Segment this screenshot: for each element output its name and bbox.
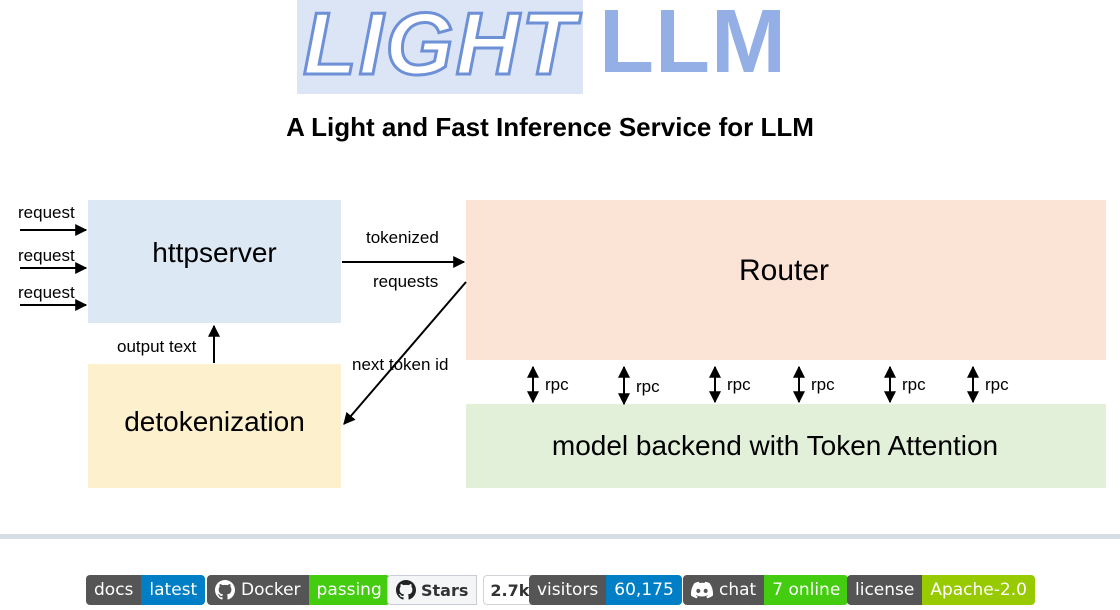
logo-light-text: LIGHT xyxy=(302,0,577,95)
request-label: request xyxy=(18,203,75,222)
httpserver-label: httpserver xyxy=(152,236,277,268)
stars-badge-label: Stars xyxy=(421,580,469,600)
tokenized-label: tokenized xyxy=(366,228,439,247)
visitors-badge[interactable]: visitors 60,175 xyxy=(529,575,682,605)
github-icon xyxy=(396,580,416,600)
chat-badge-value: 7 online xyxy=(764,575,849,605)
docker-badge-value: passing xyxy=(308,575,390,605)
section-divider xyxy=(0,534,1120,539)
chat-badge[interactable]: chat 7 online xyxy=(683,575,849,605)
httpserver-box: httpserver xyxy=(88,200,341,323)
request-label: request xyxy=(18,246,75,265)
rpc-label: rpc xyxy=(985,375,1009,394)
logo-llm-text: LLM xyxy=(599,0,787,92)
model-backend-box: model backend with Token Attention xyxy=(466,404,1106,488)
github-icon xyxy=(215,580,235,600)
stars-badge-count: 2.7k xyxy=(483,575,537,605)
rpc-label: rpc xyxy=(811,375,835,394)
chat-badge-label: chat xyxy=(719,580,757,600)
router-box: Router xyxy=(466,200,1106,360)
visitors-badge-label: visitors xyxy=(529,575,607,605)
request-label: request xyxy=(18,283,75,302)
stars-badge-left: Stars xyxy=(387,575,478,605)
detokenization-box: detokenization xyxy=(88,364,341,488)
next-token-id-label: next token id xyxy=(352,355,449,374)
rpc-label: rpc xyxy=(902,375,926,394)
requests-label: requests xyxy=(373,272,439,291)
docker-badge-label: Docker xyxy=(241,580,301,600)
model-backend-label: model backend with Token Attention xyxy=(551,430,999,461)
docs-badge[interactable]: docs latest xyxy=(86,575,206,605)
rpc-label: rpc xyxy=(727,375,751,394)
license-badge-value: Apache-2.0 xyxy=(922,575,1035,605)
docker-badge-left: Docker xyxy=(207,575,309,605)
page-subtitle: A Light and Fast Inference Service for L… xyxy=(286,112,814,142)
chat-badge-left: chat xyxy=(683,575,765,605)
rpc-label: rpc xyxy=(636,377,660,396)
diagram-arrows xyxy=(20,224,979,425)
docs-badge-value: latest xyxy=(141,575,206,605)
docker-badge[interactable]: Docker passing xyxy=(207,575,390,605)
license-badge-label: license xyxy=(847,575,923,605)
next-token-arrow xyxy=(343,281,467,425)
discord-icon xyxy=(691,581,713,599)
router-label: Router xyxy=(738,254,830,287)
stars-badge[interactable]: Stars 2.7k xyxy=(387,575,537,605)
output-text-label: output text xyxy=(117,337,197,356)
logo-light-background xyxy=(297,0,583,94)
detokenization-label: detokenization xyxy=(124,406,305,437)
license-badge[interactable]: license Apache-2.0 xyxy=(847,575,1035,605)
docs-badge-label: docs xyxy=(86,575,142,605)
rpc-label: rpc xyxy=(545,375,569,394)
visitors-badge-value: 60,175 xyxy=(606,575,682,605)
